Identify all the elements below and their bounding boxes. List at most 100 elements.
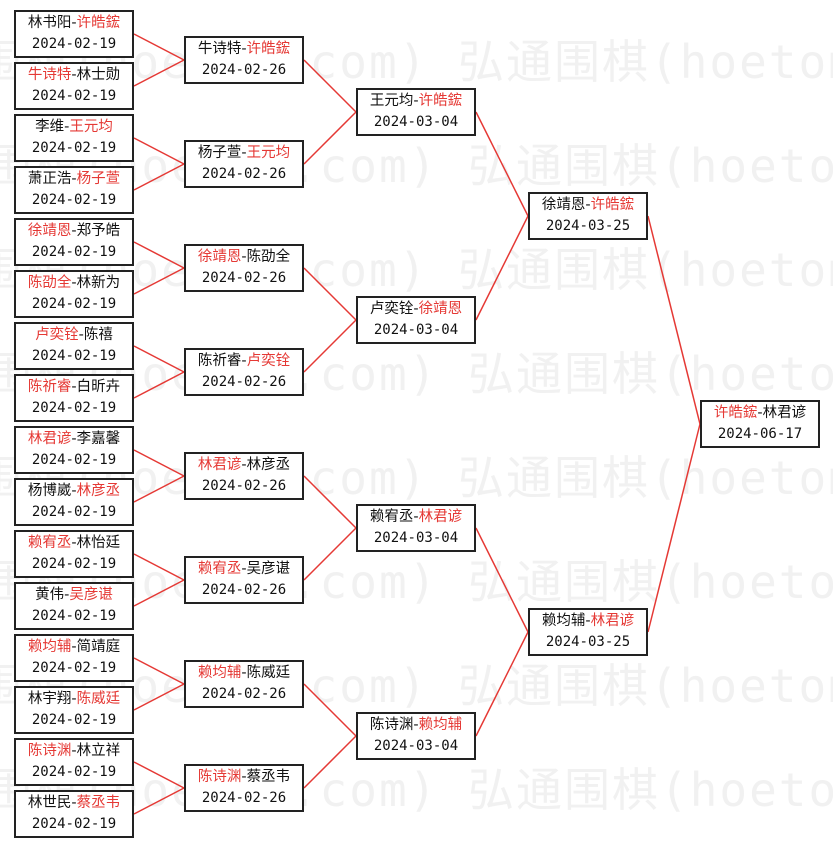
vs-dash: -	[71, 743, 77, 759]
vs-dash: -	[241, 561, 247, 577]
connector-line	[133, 449, 185, 477]
match-date: 2024-02-19	[31, 140, 117, 156]
vs-dash: -	[413, 301, 419, 317]
match-box: 陈诗渊-林立祥 2024-02-19	[14, 738, 134, 786]
vs-dash: -	[71, 639, 77, 655]
connector-line	[133, 59, 185, 87]
match-date: 2024-02-19	[31, 712, 117, 728]
match-date: 2024-02-26	[201, 62, 287, 78]
player-one: 陈诗渊	[27, 743, 72, 759]
connector-line	[303, 111, 357, 165]
player-two: 徐靖恩	[418, 301, 463, 317]
player-two: 许皓鋐	[76, 15, 121, 31]
match-players: 赖均辅-陈威廷	[198, 663, 290, 684]
match-players: 赖均辅-简靖庭	[28, 637, 120, 658]
match-date: 2024-02-19	[31, 88, 117, 104]
match-date: 2024-02-26	[201, 270, 287, 286]
player-one: 林宇翔	[27, 691, 72, 707]
vs-dash: -	[78, 327, 84, 343]
connector-line	[303, 267, 357, 321]
vs-dash: -	[71, 67, 77, 83]
player-two: 王元均	[246, 145, 291, 161]
player-two: 陈劭全	[246, 249, 291, 265]
match-date: 2024-02-19	[31, 608, 117, 624]
vs-dash: -	[71, 379, 77, 395]
vs-dash: -	[71, 275, 77, 291]
match-players: 徐靖恩-许皓鋐	[542, 195, 634, 216]
vs-dash: -	[585, 197, 591, 213]
connector-line	[133, 267, 185, 295]
player-two: 蔡丞韦	[76, 795, 121, 811]
vs-dash: -	[241, 769, 247, 785]
match-players: 王元均-许皓鋐	[370, 91, 462, 112]
vs-dash: -	[241, 41, 247, 57]
player-one: 徐靖恩	[541, 197, 586, 213]
match-players: 卢奕铨-陈禧	[35, 325, 113, 346]
connector-line	[133, 657, 185, 685]
match-players: 陈诗渊-林立祥	[28, 741, 120, 762]
match-players: 牛诗特-许皓鋐	[198, 39, 290, 60]
player-one: 陈诗渊	[197, 769, 242, 785]
player-one: 牛诗特	[197, 41, 242, 57]
match-players: 林君谚-林彦丞	[198, 455, 290, 476]
match-date: 2024-02-19	[31, 764, 117, 780]
player-two: 陈威廷	[76, 691, 121, 707]
match-date: 2024-02-19	[31, 36, 117, 52]
player-two: 吴彦谌	[69, 587, 113, 603]
player-two: 李嘉馨	[76, 431, 121, 447]
player-two: 林新为	[76, 275, 121, 291]
match-players: 黄伟-吴彦谌	[35, 585, 113, 606]
player-two: 林君谚	[762, 405, 807, 421]
player-two: 卢奕铨	[246, 353, 291, 369]
player-two: 吴彦谌	[246, 561, 291, 577]
vs-dash: -	[585, 613, 591, 629]
connector-line	[475, 527, 529, 633]
connector-line	[303, 475, 357, 529]
vs-dash: -	[71, 795, 77, 811]
match-date: 2024-02-19	[31, 556, 117, 572]
player-one: 赖均辅	[27, 639, 72, 655]
player-two: 王元均	[69, 119, 113, 135]
match-box: 陈祈睿-卢奕铨 2024-02-26	[184, 348, 304, 396]
match-players: 陈祈睿-卢奕铨	[198, 351, 290, 372]
match-players: 徐靖恩-郑予皓	[28, 221, 120, 242]
player-one: 赖均辅	[541, 613, 586, 629]
match-players: 陈诗渊-蔡丞韦	[198, 767, 290, 788]
match-date: 2024-02-19	[31, 452, 117, 468]
player-one: 林书阳	[27, 15, 72, 31]
player-two: 林怡廷	[76, 535, 121, 551]
match-date: 2024-02-26	[201, 374, 287, 390]
player-one: 赖宥丞	[369, 509, 414, 525]
connector-line	[133, 33, 185, 61]
match-date: 2024-02-19	[31, 192, 117, 208]
player-one: 李维	[35, 119, 65, 135]
player-one: 徐靖恩	[197, 249, 242, 265]
connector-line	[133, 579, 185, 607]
player-one: 王元均	[369, 93, 414, 109]
match-players: 陈诗渊-赖均辅	[370, 715, 462, 736]
connector-line	[647, 215, 701, 425]
player-two: 陈禧	[83, 327, 113, 343]
player-two: 许皓鋐	[590, 197, 635, 213]
match-box: 牛诗特-许皓鋐 2024-02-26	[184, 36, 304, 84]
match-players: 卢奕铨-徐靖恩	[370, 299, 462, 320]
player-one: 卢奕铨	[35, 327, 79, 343]
player-two: 陈威廷	[246, 665, 291, 681]
match-box: 林君谚-李嘉馨 2024-02-19	[14, 426, 134, 474]
vs-dash: -	[413, 717, 419, 733]
connector-line	[133, 241, 185, 269]
match-players: 林君谚-李嘉馨	[28, 429, 120, 450]
